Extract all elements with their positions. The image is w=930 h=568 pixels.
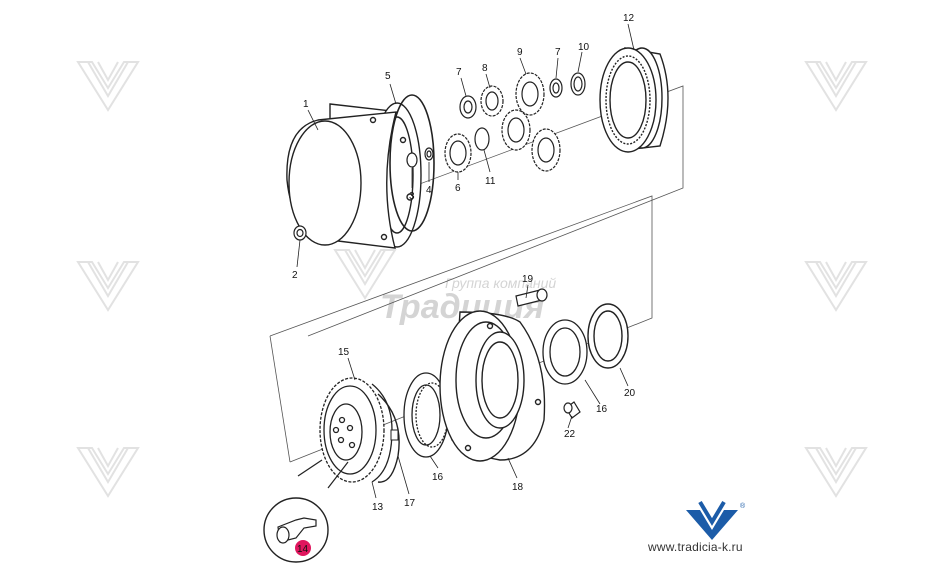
callout-14: 14 xyxy=(297,544,309,555)
callout-12: 12 xyxy=(623,13,635,24)
bolt-19 xyxy=(515,288,548,307)
callout-1: 1 xyxy=(303,99,309,110)
detail-callout-circle xyxy=(263,459,349,563)
bolt-22 xyxy=(563,401,581,419)
registered-mark: ® xyxy=(740,502,746,510)
snap-ring xyxy=(377,393,400,483)
hub-housing xyxy=(286,102,422,249)
svg-text:Группа компаний: Группа компаний xyxy=(445,275,556,291)
callout-17: 17 xyxy=(404,498,416,509)
leader-lines xyxy=(296,23,635,499)
callout-4: 4 xyxy=(426,185,432,196)
callout-11: 11 xyxy=(485,176,496,187)
bearing-inner xyxy=(403,372,449,458)
oil-seal xyxy=(587,303,629,369)
ring-gear xyxy=(599,47,669,153)
callout-9: 9 xyxy=(517,47,523,58)
callout-20: 20 xyxy=(624,388,636,399)
company-logo: ® xyxy=(686,500,746,540)
callout-13: 13 xyxy=(372,502,384,513)
callout-14-highlight: 14 xyxy=(295,540,311,556)
callout-16a: 16 xyxy=(432,472,444,483)
callout-10: 10 xyxy=(578,42,590,53)
callout-22: 22 xyxy=(564,429,576,440)
planet-gears xyxy=(444,72,586,173)
drain-plug xyxy=(293,225,307,241)
spindle-flange xyxy=(439,310,546,462)
part-callouts: 1 2 3 4 5 6 7 8 9 7 10 11 12 13 15 16 16… xyxy=(292,13,636,513)
bearing-outer xyxy=(542,319,588,385)
callout-15: 15 xyxy=(338,347,350,358)
callout-16b: 16 xyxy=(596,404,608,415)
o-ring xyxy=(389,94,435,232)
callout-3: 3 xyxy=(409,191,415,202)
callout-5: 5 xyxy=(385,71,391,82)
callout-7a: 7 xyxy=(456,67,462,78)
callout-2: 2 xyxy=(292,270,298,281)
sun-gear-carrier xyxy=(319,377,393,483)
website-url[interactable]: www.tradicia-k.ru xyxy=(648,540,743,554)
callout-8: 8 xyxy=(482,63,488,74)
washers xyxy=(406,147,434,168)
callout-19: 19 xyxy=(522,274,534,285)
callout-6: 6 xyxy=(455,183,461,194)
callout-7b: 7 xyxy=(555,47,561,58)
callout-18: 18 xyxy=(512,482,524,493)
